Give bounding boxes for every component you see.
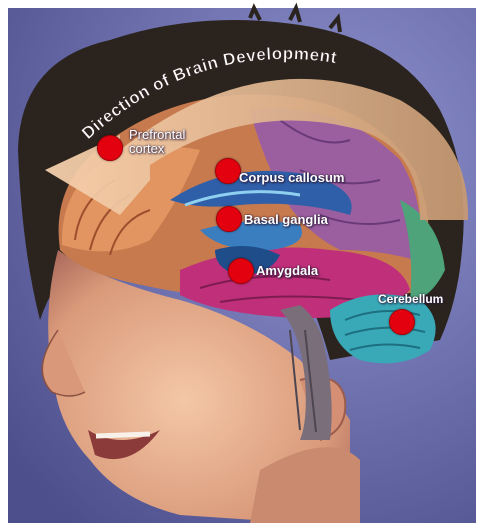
marker-prefrontal bbox=[97, 135, 123, 161]
marker-amygdala bbox=[228, 258, 254, 284]
label-basal-ganglia: Basal ganglia bbox=[244, 212, 328, 227]
marker-corpus-callosum bbox=[215, 158, 241, 184]
marker-basal-ganglia bbox=[216, 206, 242, 232]
label-amygdala: Amygdala bbox=[256, 263, 318, 278]
label-corpus-callosum: Corpus callosum bbox=[239, 170, 344, 185]
label-cerebellum: Cerebellum bbox=[378, 292, 443, 306]
marker-cerebellum bbox=[389, 309, 415, 335]
